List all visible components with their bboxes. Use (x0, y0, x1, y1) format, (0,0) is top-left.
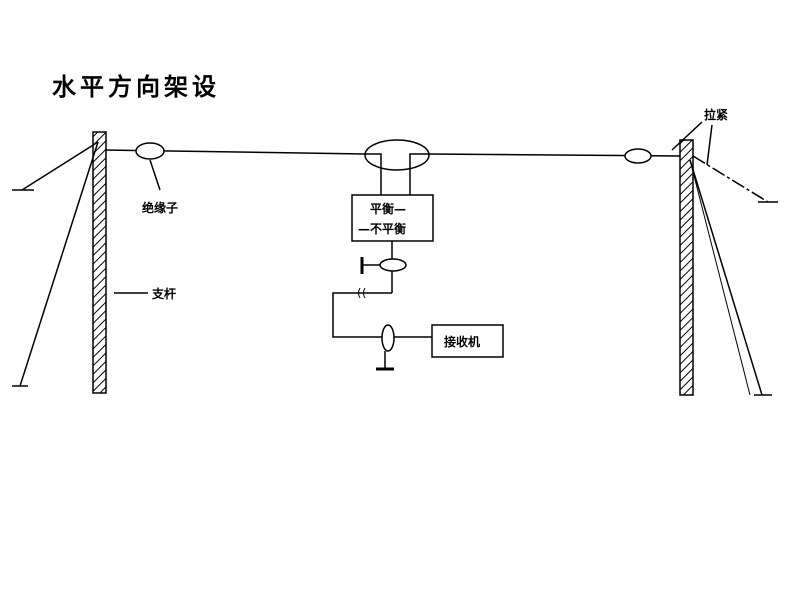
feed-line-right (409, 153, 430, 195)
guy-wire-leader-line (706, 124, 713, 166)
balun-label-unbalanced: —不平衡 (358, 221, 406, 236)
insulator-leader-line (149, 159, 161, 191)
diagram-title: 水平方向架设 (52, 72, 220, 101)
left-pole (92, 131, 107, 394)
pole-label: 支杆 (151, 286, 176, 301)
left-guy-wires (12, 141, 99, 387)
feed-line-left (365, 153, 382, 195)
insulator-label: 绝缘子 (142, 200, 178, 215)
guy-wire-label: 拉紧 (704, 107, 728, 122)
receiver-label: 接收机 (444, 334, 480, 349)
right-guy-wires (689, 155, 778, 396)
right-pole (679, 139, 694, 396)
left-insulator (135, 142, 165, 160)
receiver-box (431, 324, 504, 358)
right-insulator (624, 148, 652, 164)
coax-ferrite (379, 258, 407, 272)
cable-break-mark (358, 287, 366, 299)
receiver-ferrite (381, 324, 395, 352)
guy-wire-leader-line (671, 121, 703, 151)
balun-label-balanced: 平衡— (370, 201, 406, 216)
balun-box (351, 194, 434, 242)
center-insulator (364, 139, 430, 171)
